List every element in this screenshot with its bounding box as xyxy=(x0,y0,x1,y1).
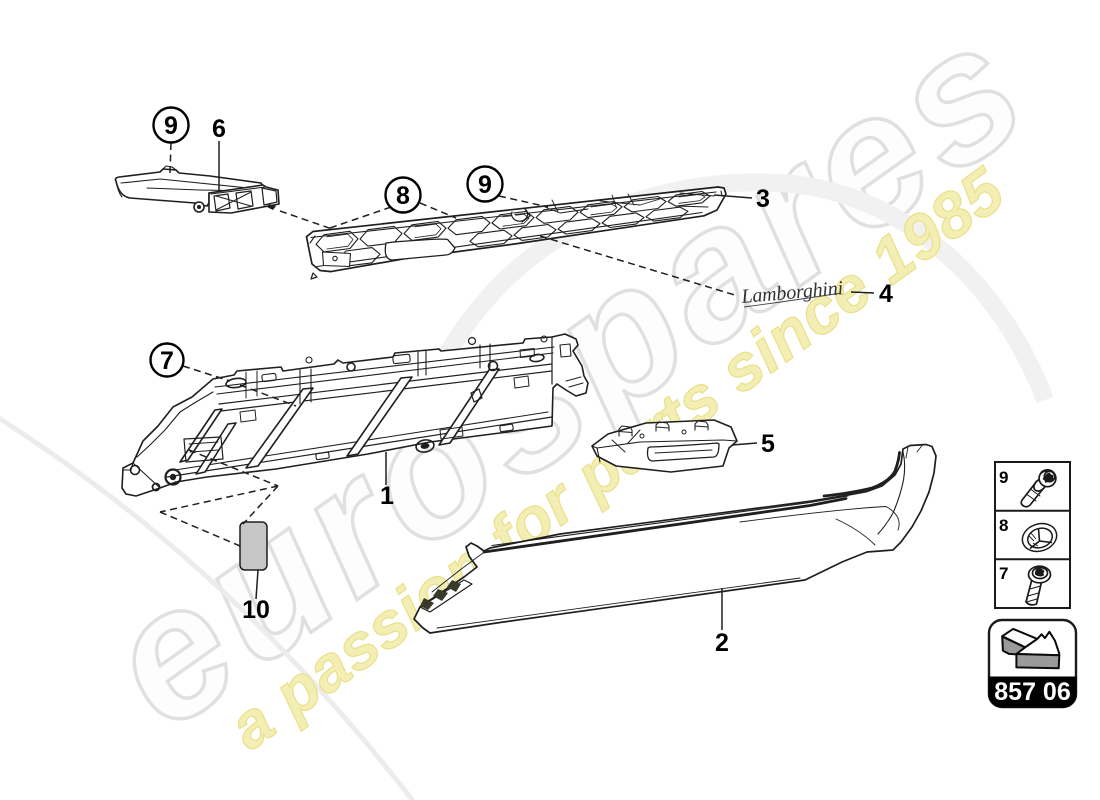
svg-text:9: 9 xyxy=(164,112,178,140)
svg-text:9: 9 xyxy=(999,468,1008,487)
svg-text:8: 8 xyxy=(396,182,410,210)
svg-text:9: 9 xyxy=(478,171,492,199)
svg-text:5: 5 xyxy=(761,430,775,458)
svg-text:8: 8 xyxy=(999,516,1008,535)
svg-text:857 06: 857 06 xyxy=(994,678,1070,706)
svg-text:7: 7 xyxy=(999,564,1008,583)
svg-text:3: 3 xyxy=(756,185,770,213)
svg-text:4: 4 xyxy=(879,280,893,308)
svg-text:10: 10 xyxy=(242,596,270,624)
svg-text:2: 2 xyxy=(715,629,729,657)
svg-text:1: 1 xyxy=(380,482,394,510)
svg-text:6: 6 xyxy=(212,115,226,143)
svg-text:7: 7 xyxy=(160,347,174,375)
